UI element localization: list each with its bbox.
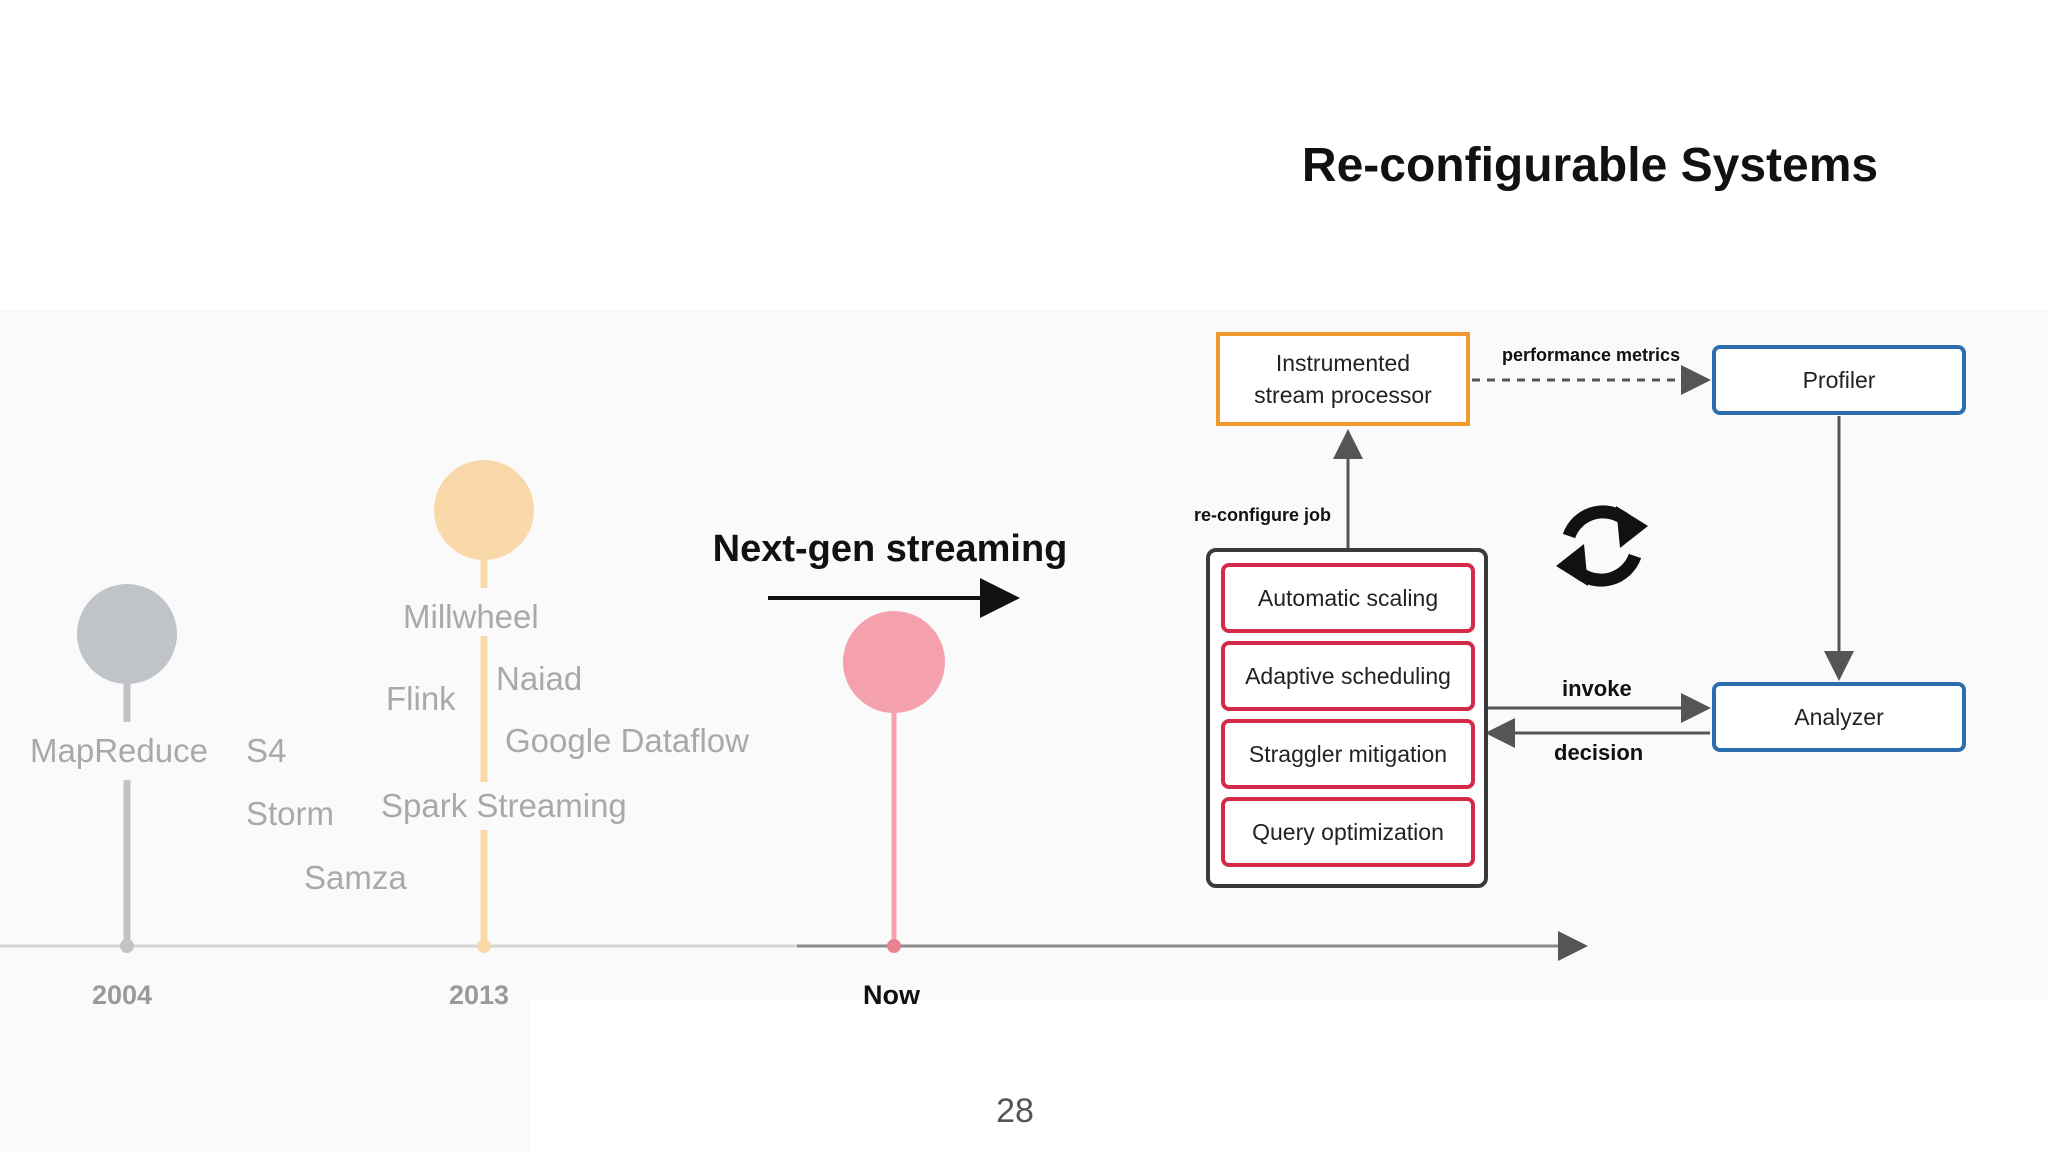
instrumented-stream-processor-box: Instrumented stream processor xyxy=(1216,332,1470,426)
policy-automatic-scaling: Automatic scaling xyxy=(1221,563,1475,633)
dot-2004 xyxy=(77,584,177,684)
policy-label: Automatic scaling xyxy=(1257,584,1439,611)
reconfigure-job-label: re-configure job xyxy=(1194,505,1332,525)
year-now: Now xyxy=(863,980,920,1010)
tick-2004 xyxy=(120,939,134,953)
policy-label: Straggler mitigation xyxy=(1248,740,1448,767)
tick-2013 xyxy=(477,939,491,953)
invoke-label: invoke xyxy=(1562,676,1632,701)
tick-now xyxy=(887,939,901,953)
policy-adaptive-scheduling: Adaptive scheduling xyxy=(1221,641,1475,711)
page-number: 28 xyxy=(996,1092,1034,1130)
dot-now xyxy=(843,611,945,713)
performance-metrics-label: performance metrics xyxy=(1502,345,1681,365)
year-2013: 2013 xyxy=(449,980,510,1010)
decision-label: decision xyxy=(1554,740,1644,765)
system-google-dataflow: Google Dataflow xyxy=(505,722,749,759)
slide-title: Re-configurable Systems xyxy=(1301,139,1879,192)
background-panel-lower xyxy=(530,1000,2048,1152)
dot-2013 xyxy=(434,460,534,560)
instrumented-line-1: Instrumented xyxy=(1275,349,1411,376)
system-naiad: Naiad xyxy=(496,660,583,697)
system-mapreduce: MapReduce xyxy=(30,732,208,769)
system-flink: Flink xyxy=(386,680,456,717)
policy-label: Adaptive scheduling xyxy=(1245,662,1451,689)
system-s4: S4 xyxy=(246,732,287,769)
system-millwheel: Millwheel xyxy=(403,598,539,635)
next-gen-streaming-heading: Next-gen streaming xyxy=(712,528,1068,570)
profiler-label: Profiler xyxy=(1802,366,1876,393)
year-2004: 2004 xyxy=(92,980,153,1010)
analyzer-box: Analyzer xyxy=(1712,682,1966,752)
profiler-box: Profiler xyxy=(1712,345,1966,415)
policy-straggler-mitigation: Straggler mitigation xyxy=(1221,719,1475,789)
system-spark-streaming: Spark Streaming xyxy=(381,787,627,824)
system-samza: Samza xyxy=(304,859,407,896)
instrumented-line-2: stream processor xyxy=(1254,382,1432,408)
analyzer-label: Analyzer xyxy=(1794,703,1884,730)
policy-query-optimization: Query optimization xyxy=(1221,797,1475,867)
system-storm: Storm xyxy=(246,795,335,832)
policy-label: Query optimization xyxy=(1252,818,1444,845)
refresh-cycle-icon xyxy=(1556,505,1648,587)
